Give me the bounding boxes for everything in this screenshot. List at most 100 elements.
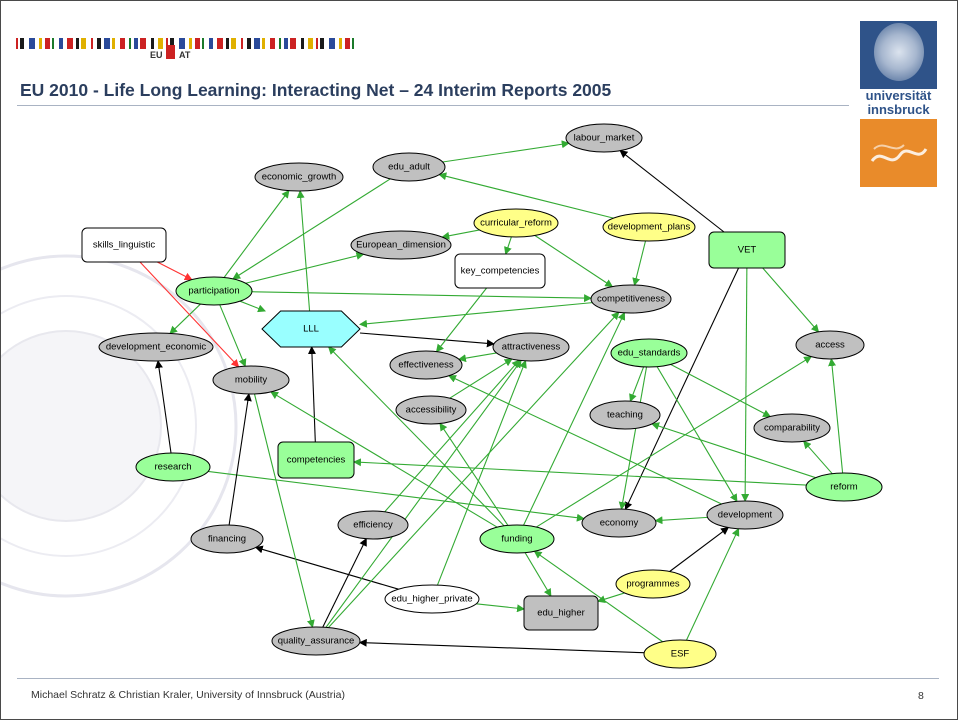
node-label: accessibility xyxy=(406,405,457,416)
node-shape xyxy=(706,500,784,530)
university-seal-icon xyxy=(874,23,924,81)
node-shape xyxy=(610,338,688,368)
node-shape xyxy=(254,162,344,192)
edge-participation-to-competitiveness xyxy=(251,291,593,303)
edge-financing-to-mobility xyxy=(228,392,252,526)
node-label: edu_higher xyxy=(537,608,585,619)
node-shape xyxy=(795,330,865,360)
node-european-dimension: European_dimension xyxy=(350,230,452,260)
edge-skills_linguistic-to-mobility xyxy=(139,261,240,368)
edge-key_competencies-to-effectiveness xyxy=(435,287,488,353)
edge-development_plans-to-edu_adult xyxy=(438,172,614,219)
edge-ESF-to-funding xyxy=(533,550,663,643)
node-label: skills_linguistic xyxy=(93,240,156,251)
node-label: funding xyxy=(501,534,532,545)
slide-title: EU 2010 - Life Long Learning: Interactin… xyxy=(20,80,612,100)
node-lll: LLL xyxy=(261,310,361,348)
node-comparability: comparability xyxy=(753,413,831,443)
node-shape xyxy=(81,227,167,263)
edge-LLL-to-economic_growth xyxy=(296,189,311,312)
edge-funding-to-mobility xyxy=(270,391,498,528)
edge-edu_higher_private-to-financing xyxy=(254,545,399,590)
node-label: efficiency xyxy=(353,520,393,531)
edge-ESF-to-quality_assurance xyxy=(358,638,645,654)
interacting-net-graph: labour_market economic_growth edu_adultcur… xyxy=(81,123,883,669)
edge-mobility-to-quality_assurance xyxy=(253,393,315,629)
edge-research-to-economy xyxy=(208,470,585,522)
node-competitiveness: competitiveness xyxy=(590,284,672,314)
logo-wordmark: universität innsbruck xyxy=(860,89,937,119)
node-labour-market: labour_market xyxy=(565,123,643,153)
node-shape xyxy=(805,472,883,502)
edge-ESF-to-development xyxy=(685,527,740,641)
node-label: competitiveness xyxy=(597,294,665,305)
node-label: teaching xyxy=(607,410,643,421)
edge-competencies-to-LLL xyxy=(307,346,316,443)
edge-edu_standards-to-economy xyxy=(618,366,648,511)
logo-squiggle-icon xyxy=(870,144,928,163)
node-label: edu_adult xyxy=(388,162,430,173)
node-shape xyxy=(271,626,361,656)
node-shape xyxy=(590,284,672,314)
node-shape xyxy=(565,123,643,153)
edge-skills_linguistic-to-participation xyxy=(157,261,193,281)
node-shape xyxy=(384,584,480,614)
edge-efficiency-to-attractiveness xyxy=(384,359,520,513)
node-economic-growth: economic_growth xyxy=(254,162,344,192)
node-shape xyxy=(753,413,831,443)
node-shape xyxy=(473,208,559,238)
node-shape xyxy=(589,400,661,430)
node-access: access xyxy=(795,330,865,360)
node-shape xyxy=(350,230,452,260)
edge-research-to-development_economic xyxy=(155,360,172,454)
node-shape xyxy=(479,524,555,554)
edge-LLL-to-attractiveness xyxy=(359,332,495,348)
flag-stripe-banner xyxy=(16,38,354,59)
edge-programmes-to-edu_higher xyxy=(597,592,625,604)
node-key-competencies: key_competencies xyxy=(454,253,546,289)
node-shape xyxy=(212,365,290,395)
node-edu-higher-private: edu_higher_private xyxy=(384,584,480,614)
node-economy: economy xyxy=(581,508,657,538)
node-attractiveness: attractiveness xyxy=(492,332,570,362)
edge-VET-to-labour_market xyxy=(619,150,725,233)
node-shape xyxy=(337,510,409,540)
node-label: European_dimension xyxy=(356,240,446,251)
node-label: LLL xyxy=(303,324,319,335)
node-edu-standards: edu_standards xyxy=(610,338,688,368)
edge-reform-to-competencies xyxy=(353,458,807,486)
node-label: edu_higher_private xyxy=(391,594,472,605)
node-shape xyxy=(175,276,253,306)
node-development: development xyxy=(706,500,784,530)
node-shape xyxy=(708,231,786,269)
edge-curricular_reform-to-European_dimension xyxy=(441,229,480,240)
edge-VET-to-access xyxy=(762,267,820,333)
node-effectiveness: effectiveness xyxy=(389,350,463,380)
node-financing: financing xyxy=(190,524,264,554)
edge-edu_higher_private-to-edu_higher xyxy=(476,603,525,613)
edge-funding-to-competitiveness xyxy=(523,311,626,526)
node-label: curricular_reform xyxy=(480,218,552,229)
node-shape xyxy=(135,452,211,482)
node-label: access xyxy=(815,340,845,351)
edge-edu_standards-to-comparability xyxy=(670,363,772,418)
edge-participation-to-European_dimension xyxy=(245,252,365,284)
node-label: key_competencies xyxy=(461,266,540,277)
edge-competitiveness-to-LLL xyxy=(359,302,593,328)
edge-curricular_reform-to-competitiveness xyxy=(534,235,614,288)
edge-development_plans-to-competitiveness xyxy=(632,240,647,287)
node-efficiency: efficiency xyxy=(337,510,409,540)
title-divider xyxy=(17,105,849,106)
node-accessibility: accessibility xyxy=(395,395,467,425)
node-competencies: competencies xyxy=(277,441,355,479)
node-label: development xyxy=(718,510,773,521)
edge-participation-to-economic_growth xyxy=(223,189,290,278)
node-reform: reform xyxy=(805,472,883,502)
node-label: programmes xyxy=(626,579,680,590)
node-label: labour_market xyxy=(574,133,635,144)
node-label: financing xyxy=(208,534,246,545)
node-label: economy xyxy=(600,518,639,529)
eu-label: EU xyxy=(150,50,163,60)
node-shape xyxy=(643,639,717,669)
